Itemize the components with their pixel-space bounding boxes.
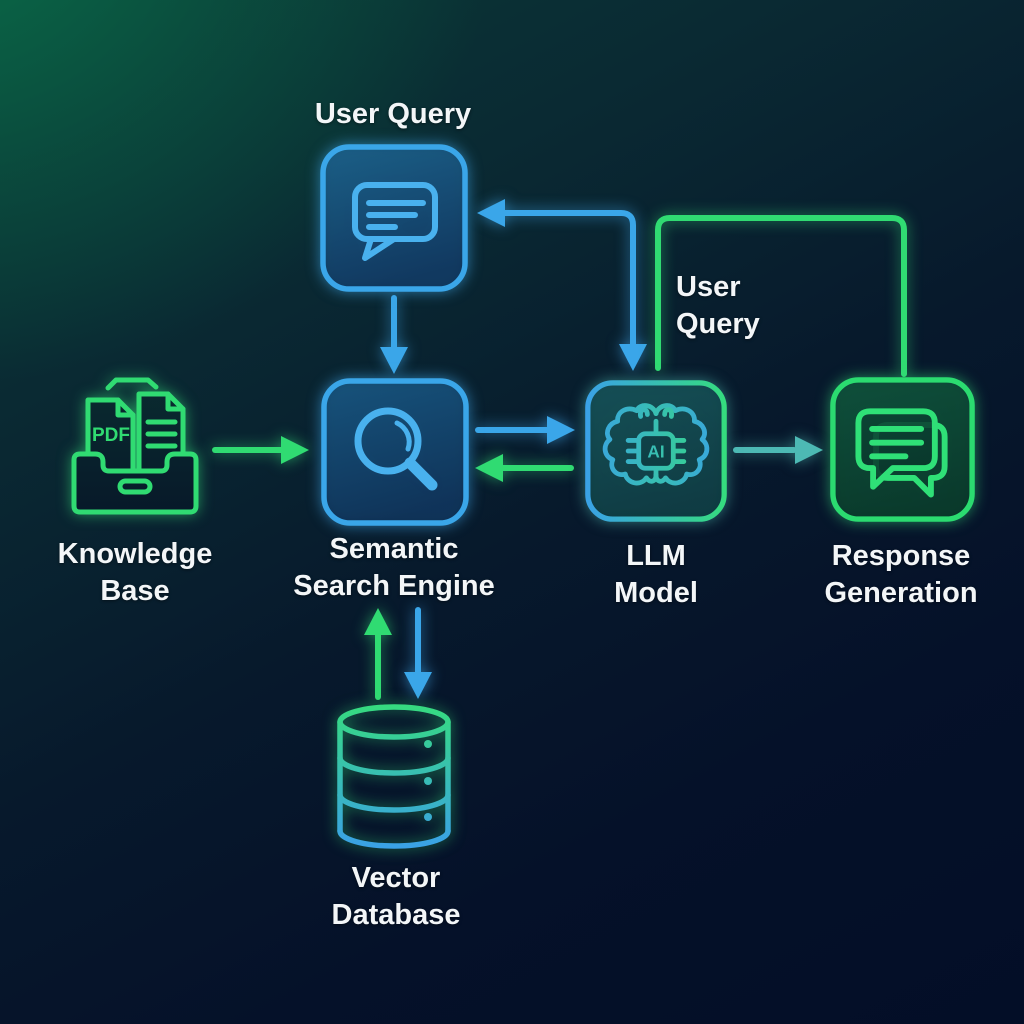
knowledge-base-label: Knowledge Base: [57, 538, 213, 607]
edge-elbow-userquery-llm: [497, 210, 636, 348]
arrowhead-right-icon: [547, 416, 575, 444]
chat-bubbles-icon: [855, 408, 948, 498]
blue-edges: [380, 199, 647, 699]
edge-user-query-label: User Query: [676, 271, 760, 340]
response-generation-node: [830, 377, 975, 522]
semantic-search-engine-label: Semantic Search Engine: [293, 533, 495, 602]
arrowhead-down-icon: [619, 344, 647, 371]
vector-database-node: [337, 704, 451, 849]
semantic-search-box: [321, 378, 469, 526]
tray-slot: [117, 478, 153, 495]
arrowhead-right-icon: [795, 436, 823, 464]
teal-edges: [733, 436, 823, 464]
response-generation-label: Response Generation: [824, 540, 978, 609]
arrowhead-left-icon: [475, 454, 503, 482]
lid-bracket: [105, 377, 159, 391]
arrowhead-down-icon: [404, 672, 432, 699]
green-edges: [212, 215, 907, 700]
llm-model-node: AI: [585, 380, 727, 522]
database-cylinder-icon: [337, 704, 451, 849]
arrowhead-down-icon: [380, 347, 408, 374]
arrowhead-right-icon: [281, 436, 309, 464]
chat-bubble-icon: [352, 182, 438, 261]
ai-chip-text: AI: [647, 442, 664, 462]
brain-chip-icon: [602, 406, 707, 483]
document-tray-icon: [71, 377, 199, 515]
pdf-icon-text: PDF: [92, 425, 130, 446]
user-query-node: [320, 144, 468, 292]
edge-loop-response-to-llm: [655, 215, 907, 377]
llm-model-label: LLM Model: [614, 540, 698, 609]
user-query-label: User Query: [314, 98, 472, 130]
magnifier-icon: [354, 407, 438, 491]
arrowhead-left-icon: [477, 199, 505, 227]
semantic-search-node: [321, 378, 469, 526]
knowledge-base-node: PDF: [71, 377, 199, 515]
vector-database-label: Vector Database: [331, 862, 461, 931]
arrowhead-up-icon: [364, 608, 392, 635]
